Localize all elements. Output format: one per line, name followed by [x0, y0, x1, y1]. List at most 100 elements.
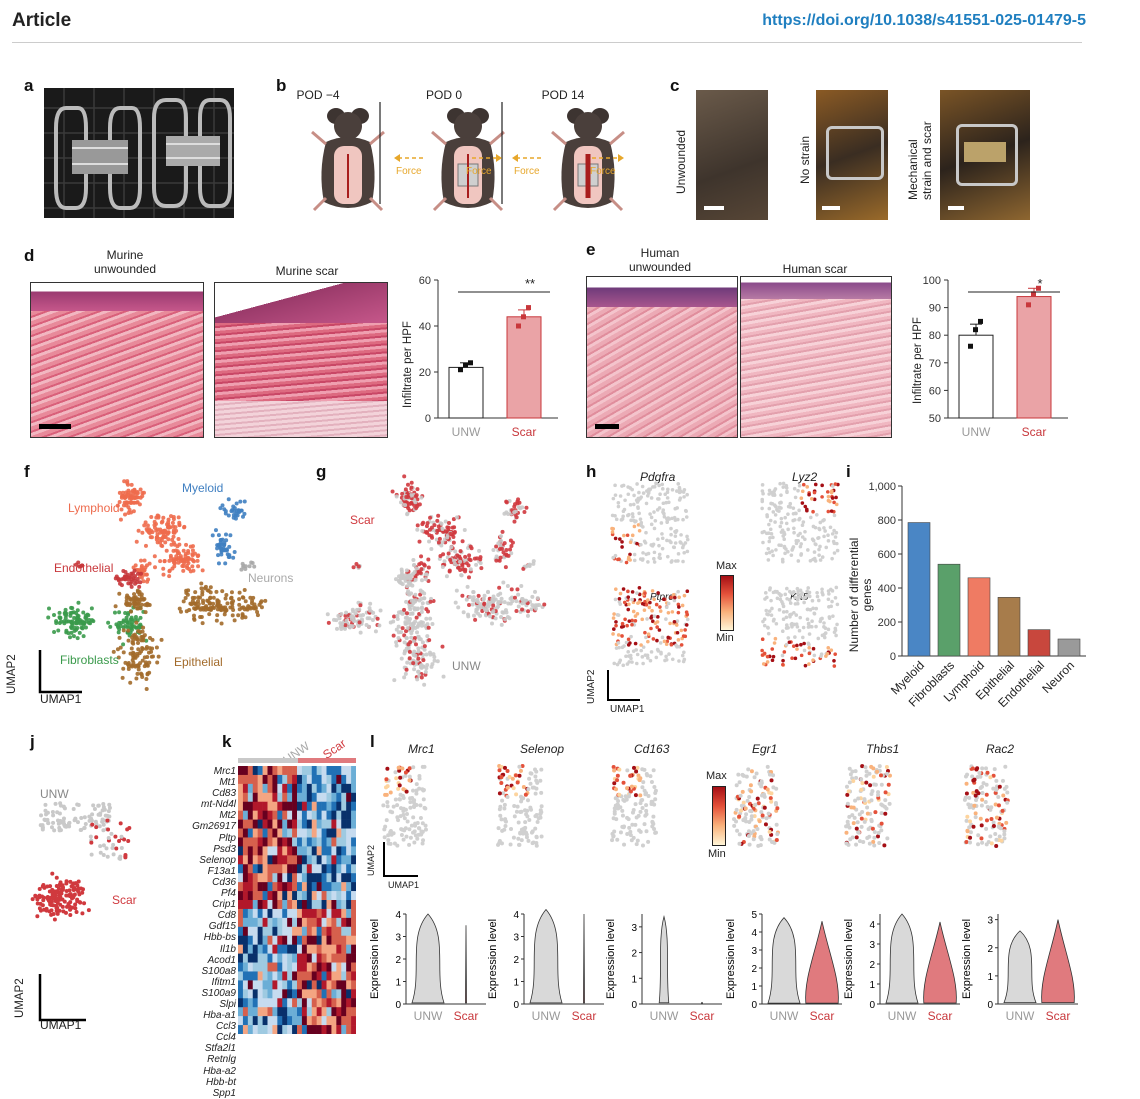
expression-point: [401, 837, 406, 842]
umap-point-fibroblasts: [106, 620, 111, 625]
heatmap-cell: [341, 846, 347, 856]
umap-point-unw: [42, 817, 47, 822]
expression-point: [826, 627, 831, 632]
umap-point-scar: [51, 912, 56, 917]
umap-point-epithelial: [516, 604, 521, 609]
expression-point: [655, 638, 659, 643]
heatmap-cell: [316, 908, 322, 919]
expression-point: [407, 827, 412, 832]
heatmap-cell: [272, 917, 278, 928]
expression-point: [630, 660, 634, 664]
bar-fibroblasts: [937, 563, 961, 657]
expression-point: [833, 652, 838, 656]
umap-condition: [325, 474, 547, 687]
heatmap-cell: [341, 792, 347, 803]
heatmap-cell: [287, 1025, 293, 1034]
expression-point: [812, 497, 817, 502]
expression-point: [641, 661, 645, 666]
heatmap-cell: [272, 980, 278, 990]
expression-point: [845, 801, 850, 806]
heatmap-cell: [267, 926, 273, 937]
expression-point: [769, 613, 774, 618]
expression-point: [1000, 808, 1005, 813]
heatmap-cell: [336, 953, 342, 963]
expression-point: [650, 819, 655, 824]
umap-point-epithelial: [435, 659, 440, 664]
umap-point-epithelial: [520, 601, 525, 606]
heatmap-cell: [316, 917, 322, 928]
umap-point-epithelial: [481, 597, 486, 602]
umap-point-lymphoid: [124, 494, 129, 499]
heatmap-cell: [311, 792, 317, 803]
expression-point: [791, 506, 796, 510]
expression-point: [664, 605, 669, 610]
l-gene-egr1: Egr1: [752, 742, 778, 756]
expression-point: [673, 559, 678, 563]
heatmap-cell: [346, 855, 352, 865]
heatmap-cell: [267, 774, 273, 785]
expression-point: [830, 589, 835, 593]
umap-point-myeloid: [223, 509, 228, 514]
umap-point-scar: [45, 884, 50, 889]
umap-point-endothelial: [356, 564, 361, 569]
heatmap-cell: [277, 766, 283, 776]
x-tick-label: Scar: [690, 1009, 715, 1023]
heatmap-cell: [331, 935, 337, 945]
expression-point: [496, 842, 501, 847]
umap-point-unw: [107, 805, 112, 810]
umap-point-neurons: [239, 567, 244, 572]
expression-point: [628, 503, 633, 507]
umap-point-myeloid: [504, 547, 509, 552]
expression-point: [649, 515, 654, 520]
expression-point: [526, 838, 531, 843]
heatmap-cell: [238, 1007, 244, 1017]
umap-point-epithelial: [128, 651, 133, 656]
heatmap-cell: [311, 1007, 317, 1017]
umap-point-epithelial: [232, 618, 237, 623]
umap-point-lymphoid: [415, 523, 420, 528]
umap-point-endothelial: [135, 571, 140, 576]
umap-point-unw: [79, 827, 84, 832]
umap-point-lymphoid: [129, 482, 134, 487]
heatmap-cell: [267, 917, 273, 928]
heatmap-cell: [238, 989, 244, 999]
expression-point: [765, 787, 770, 792]
umap-point-epithelial: [236, 613, 241, 618]
expression-point: [970, 774, 975, 779]
umap-point-myeloid: [231, 555, 236, 560]
umap-point-fibroblasts: [84, 616, 89, 621]
expression-point: [976, 833, 981, 838]
umap-point-epithelial: [136, 629, 141, 634]
umap-point-epithelial: [199, 606, 204, 611]
umap-point-lymphoid: [428, 515, 433, 520]
umap-cell-types: [46, 479, 268, 692]
doi-link[interactable]: https://doi.org/10.1038/s41551-025-01479…: [762, 12, 1086, 29]
expression-point: [642, 822, 647, 827]
expression-point: [658, 641, 663, 645]
l-umap-row: [381, 764, 1010, 848]
expression-point: [749, 814, 754, 819]
expression-point: [971, 824, 976, 829]
x-tick-label: UNW: [1006, 1009, 1035, 1023]
heatmap-cell: [321, 810, 327, 820]
heatmap-cell: [252, 917, 258, 928]
expression-point: [744, 774, 749, 779]
expression-point: [648, 600, 652, 605]
heatmap-cell: [311, 917, 317, 928]
expression-point: [422, 805, 427, 810]
umap-gene-expression: [610, 481, 840, 668]
umap-point-fibroblasts: [405, 626, 410, 631]
expression-point: [792, 486, 797, 491]
umap-point-lymphoid: [143, 520, 148, 525]
expression-point: [638, 809, 643, 814]
heatmap-cell: [277, 855, 283, 865]
umap-point-lymphoid: [122, 479, 127, 484]
umap-point-epithelial: [229, 600, 234, 605]
expression-point: [625, 623, 629, 628]
expression-point: [792, 530, 796, 535]
expression-point: [767, 772, 772, 777]
heatmap-cell: [262, 801, 268, 811]
expression-point: [665, 496, 670, 500]
umap-point-epithelial: [412, 606, 417, 611]
expression-point: [633, 618, 638, 623]
